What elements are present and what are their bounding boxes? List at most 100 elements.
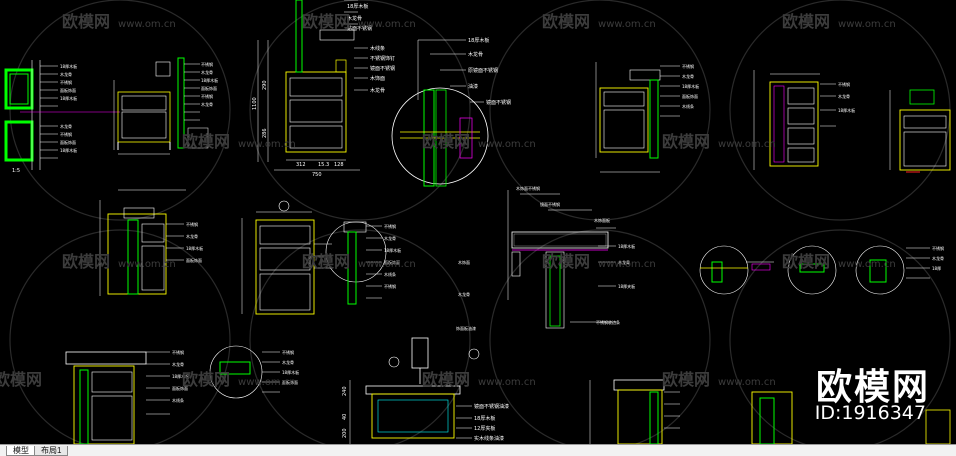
watermark-brand-large: 欧模网: [815, 367, 930, 408]
svg-text:饰面板油漆: 饰面板油漆: [456, 325, 476, 331]
svg-text:18厚木板: 18厚木板: [468, 37, 489, 44]
svg-text:木龙骨: 木龙骨: [60, 71, 72, 77]
svg-text:1:5: 1:5: [12, 168, 20, 174]
svg-text:木饰面板: 木饰面板: [594, 217, 610, 223]
svg-text:木饰面: 木饰面: [458, 259, 470, 265]
svg-text:750: 750: [312, 172, 322, 178]
svg-text:40: 40: [342, 414, 348, 420]
svg-text:18厚夹板: 18厚夹板: [618, 283, 635, 289]
svg-text:不锈钢饰钉: 不锈钢饰钉: [370, 55, 395, 62]
svg-text:镜面不锈钢油漆: 镜面不锈钢油漆: [474, 403, 509, 410]
cad-drawing-canvas[interactable]: 18厚木板木龙骨 不锈钢面板饰面 18厚木板木龙骨 不锈钢面板饰面 18厚木板 …: [0, 0, 956, 444]
svg-text:不锈钢: 不锈钢: [172, 349, 184, 355]
svg-text:18厚木板: 18厚木板: [384, 247, 401, 253]
svg-text:18厚木板: 18厚木板: [838, 107, 855, 113]
watermark-circles: [9, 0, 951, 444]
svg-text:18厚木板: 18厚木板: [60, 147, 77, 153]
svg-text:1100: 1100: [252, 97, 258, 110]
svg-text:面板饰面: 面板饰面: [60, 139, 76, 145]
svg-text:15.3: 15.3: [318, 162, 329, 168]
svg-text:木龙骨: 木龙骨: [201, 101, 213, 107]
svg-text:不锈钢: 不锈钢: [838, 81, 850, 87]
svg-text:200: 200: [342, 428, 348, 438]
svg-text:240: 240: [342, 386, 348, 396]
svg-text:18厚: 18厚: [932, 266, 941, 271]
svg-text:18厚木板: 18厚木板: [201, 77, 218, 83]
svg-text:贴面不锈钢: 贴面不锈钢: [347, 25, 372, 32]
svg-text:木龙骨: 木龙骨: [347, 15, 362, 22]
svg-text:木龙骨: 木龙骨: [458, 291, 470, 297]
svg-text:镜面不锈钢: 镜面不锈钢: [540, 201, 560, 207]
cabinet-elevation-9: [589, 379, 951, 444]
svg-text:18厚木板: 18厚木板: [60, 95, 77, 101]
svg-text:312: 312: [296, 162, 306, 168]
svg-text:木龙骨: 木龙骨: [60, 123, 72, 129]
svg-text:原镜面不锈钢: 原镜面不锈钢: [468, 67, 498, 74]
svg-text:木饰面不锈钢: 木饰面不锈钢: [516, 185, 540, 191]
svg-text:木线条: 木线条: [682, 103, 694, 109]
svg-text:18厚木板: 18厚木板: [186, 245, 203, 251]
watermark-text: 欧模网: [0, 370, 43, 389]
tab-model[interactable]: 模型: [6, 446, 36, 456]
svg-text:面板饰面: 面板饰面: [682, 93, 698, 99]
svg-text:18厚木板: 18厚木板: [282, 369, 299, 375]
svg-text:实木线条油漆: 实木线条油漆: [474, 435, 504, 442]
svg-text:286: 286: [262, 128, 268, 138]
svg-text:木龙骨: 木龙骨: [682, 73, 694, 79]
svg-text:镜面不锈钢: 镜面不锈钢: [486, 99, 511, 106]
svg-text:木线条: 木线条: [384, 271, 396, 277]
svg-text:不锈钢: 不锈钢: [60, 131, 72, 137]
cabinet-elevation-5: [889, 89, 951, 173]
svg-text:面板饰面: 面板饰面: [186, 257, 202, 263]
svg-text:不锈钢: 不锈钢: [282, 349, 294, 355]
svg-text:镜面不锈钢: 镜面不锈钢: [370, 65, 395, 72]
svg-text:木龙骨: 木龙骨: [186, 233, 198, 239]
layout-tab-bar: 模型 布局1: [0, 444, 956, 456]
svg-text:木龙骨: 木龙骨: [172, 361, 184, 367]
svg-text:面板饰面: 面板饰面: [201, 85, 217, 91]
svg-text:木龙骨: 木龙骨: [618, 259, 630, 265]
svg-text:18厚木板: 18厚木板: [347, 3, 368, 10]
svg-text:不锈钢: 不锈钢: [384, 283, 396, 289]
svg-text:不锈钢: 不锈钢: [201, 61, 213, 67]
watermark-id: ID:1916347: [814, 402, 926, 424]
svg-text:不锈钢: 不锈钢: [682, 63, 694, 69]
svg-text:木龙骨: 木龙骨: [468, 51, 483, 58]
svg-text:不锈钢: 不锈钢: [186, 221, 198, 227]
svg-text:面板饰面: 面板饰面: [384, 259, 400, 265]
svg-text:木饰面: 木饰面: [370, 75, 385, 82]
svg-text:290: 290: [262, 80, 268, 90]
svg-text:面板饰面: 面板饰面: [60, 87, 76, 93]
tab-layout-1[interactable]: 布局1: [34, 446, 69, 456]
svg-text:木线条: 木线条: [370, 45, 385, 52]
svg-text:不锈钢: 不锈钢: [201, 93, 213, 99]
svg-text:木龙骨: 木龙骨: [384, 235, 396, 241]
svg-text:18厚木板: 18厚木板: [682, 83, 699, 89]
svg-text:18厚木板: 18厚木板: [172, 373, 189, 379]
svg-text:面板饰面: 面板饰面: [172, 385, 188, 391]
svg-text:木龙骨: 木龙骨: [201, 69, 213, 75]
